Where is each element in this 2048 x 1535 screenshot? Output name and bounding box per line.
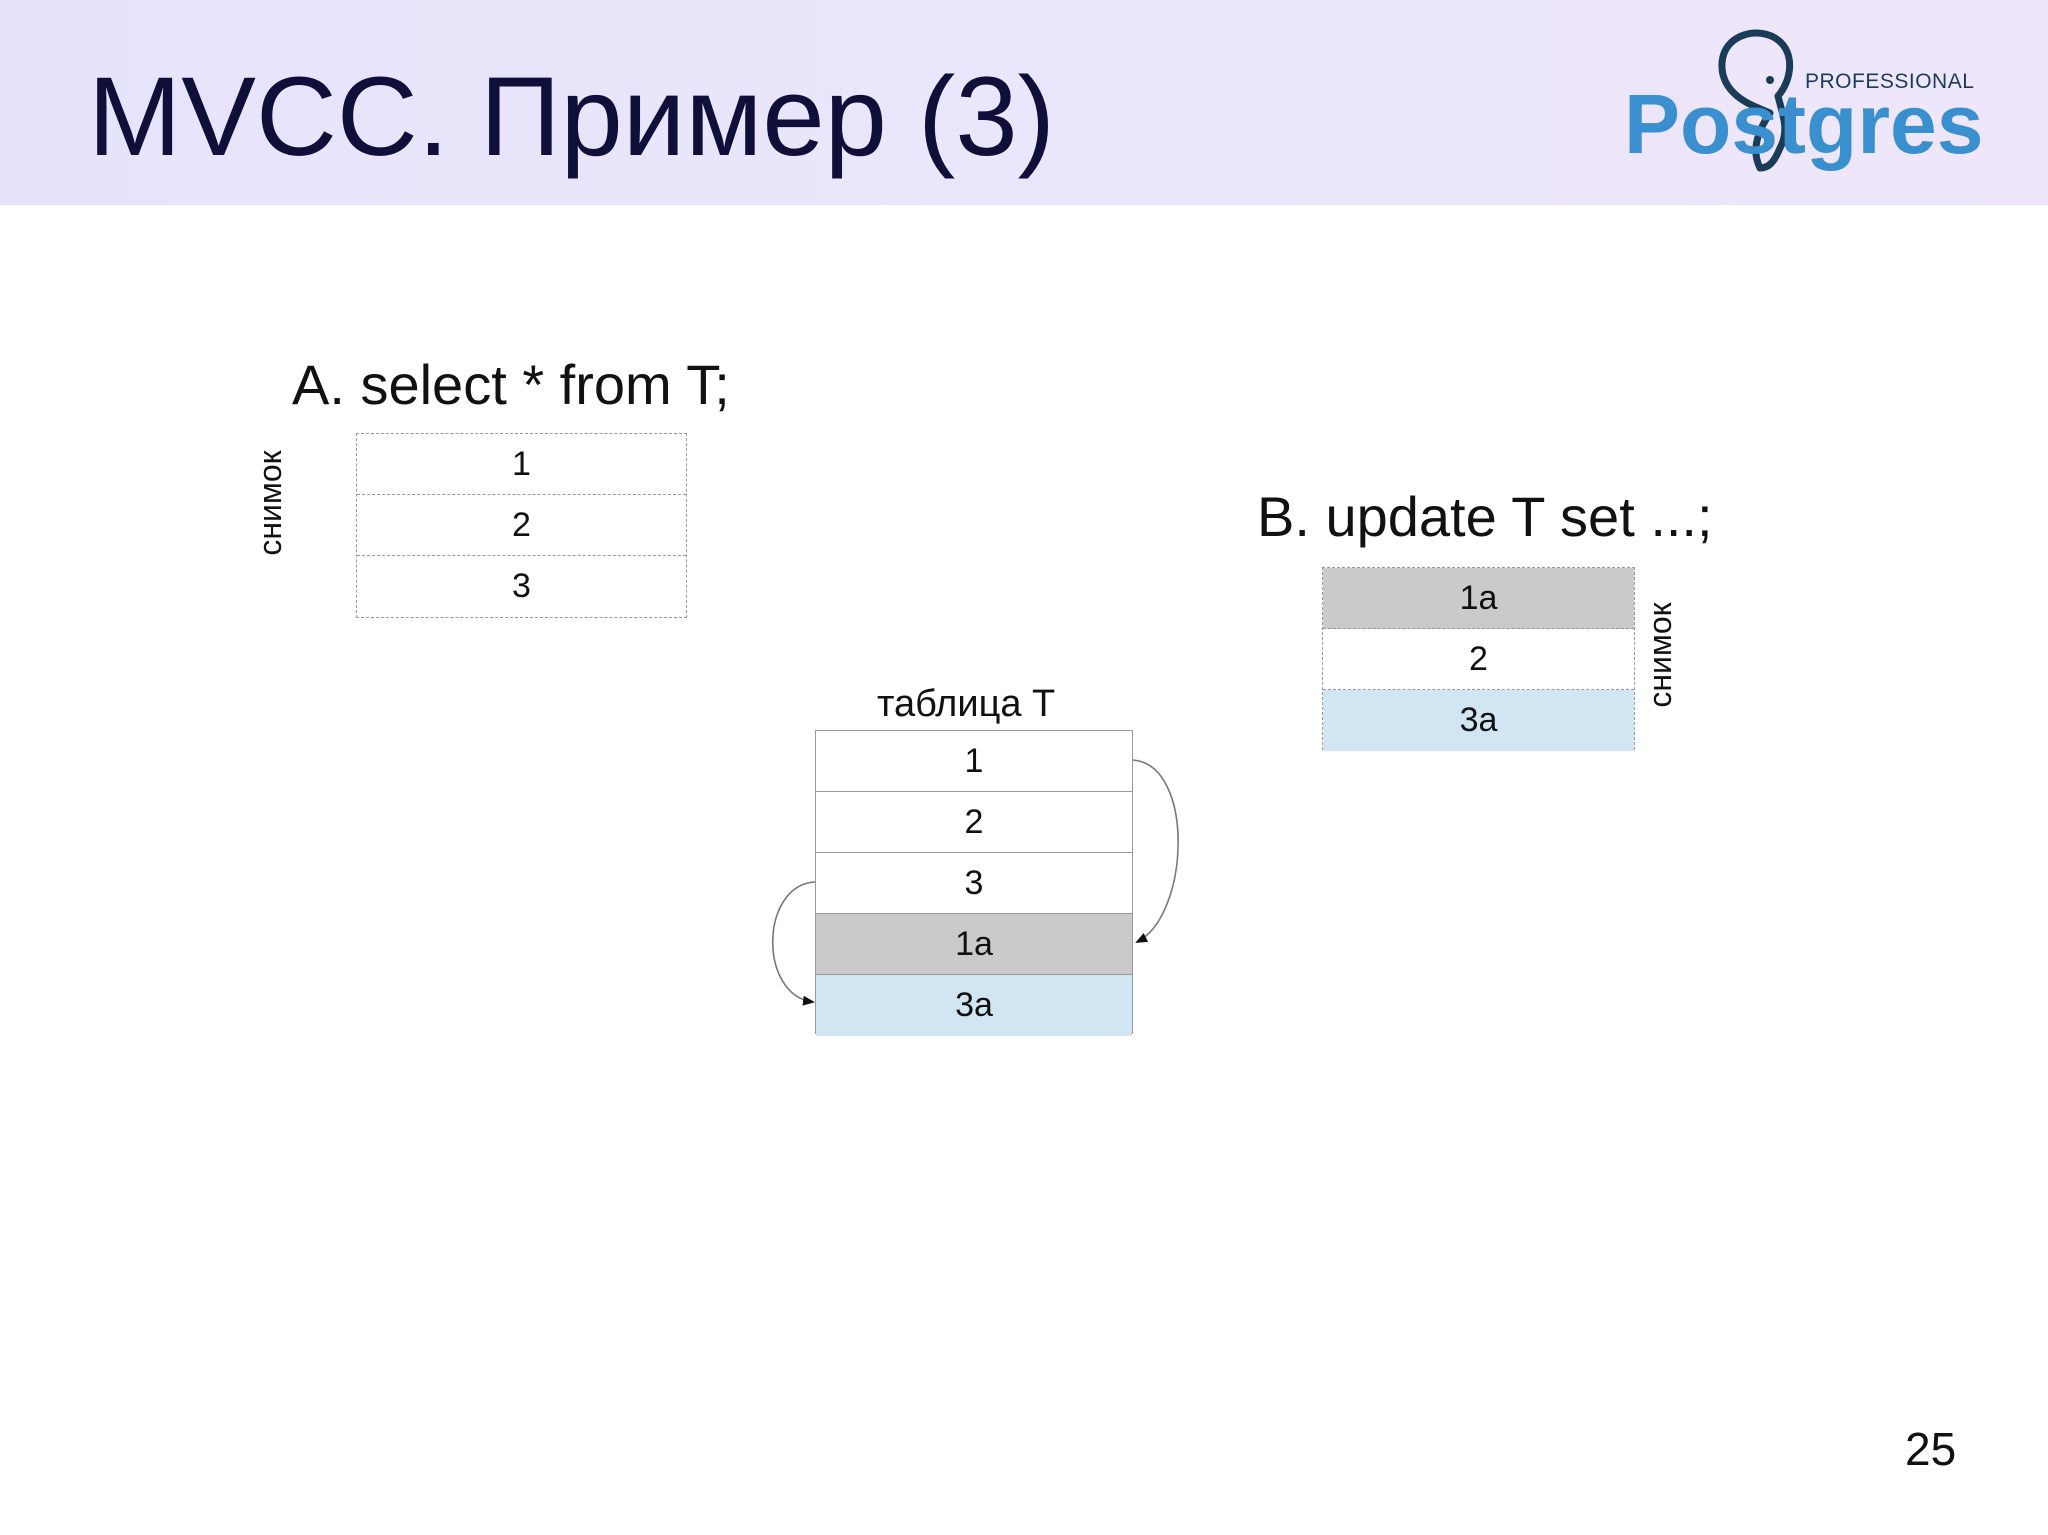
table-row: 1 bbox=[816, 731, 1132, 792]
snapshot-b-row: 2 bbox=[1323, 629, 1634, 690]
table-row: 3 bbox=[816, 853, 1132, 914]
snapshot-b: 1a 2 3a bbox=[1322, 567, 1635, 751]
snapshot-a: 1 2 3 bbox=[356, 433, 687, 618]
snapshot-a-row: 3 bbox=[512, 567, 531, 605]
query-a: A. select * from T; bbox=[292, 353, 730, 416]
slide-header bbox=[0, 0, 2048, 205]
snapshot-a-row: 2 bbox=[357, 495, 686, 556]
table-caption: таблица T bbox=[877, 683, 1056, 725]
slide-title: MVCC. Пример (3) bbox=[88, 54, 1055, 179]
postgres-professional-logo: PROFESSIONAL Postgres bbox=[1610, 18, 1983, 178]
version-link-3-to-3a bbox=[772, 881, 816, 1006]
query-b: B. update T set ...; bbox=[1257, 485, 1713, 548]
snapshot-b-row: 1a bbox=[1323, 568, 1634, 629]
logo-professional-text: PROFESSIONAL bbox=[1805, 70, 1975, 93]
snapshot-a-row: 1 bbox=[357, 434, 686, 495]
elephant-icon bbox=[1718, 29, 1794, 172]
table-row: 1a bbox=[816, 914, 1132, 975]
logo-postgres-text: Postgres bbox=[1624, 77, 1984, 171]
table-row: 2 bbox=[816, 792, 1132, 853]
snapshot-b-row: 3a bbox=[1323, 690, 1634, 751]
table-t: 1 2 3 1a 3a bbox=[815, 730, 1133, 1036]
version-link-1-to-1a bbox=[1132, 759, 1179, 943]
page-number: 25 bbox=[1905, 1423, 1957, 1475]
table-row: 3a bbox=[816, 975, 1132, 1036]
